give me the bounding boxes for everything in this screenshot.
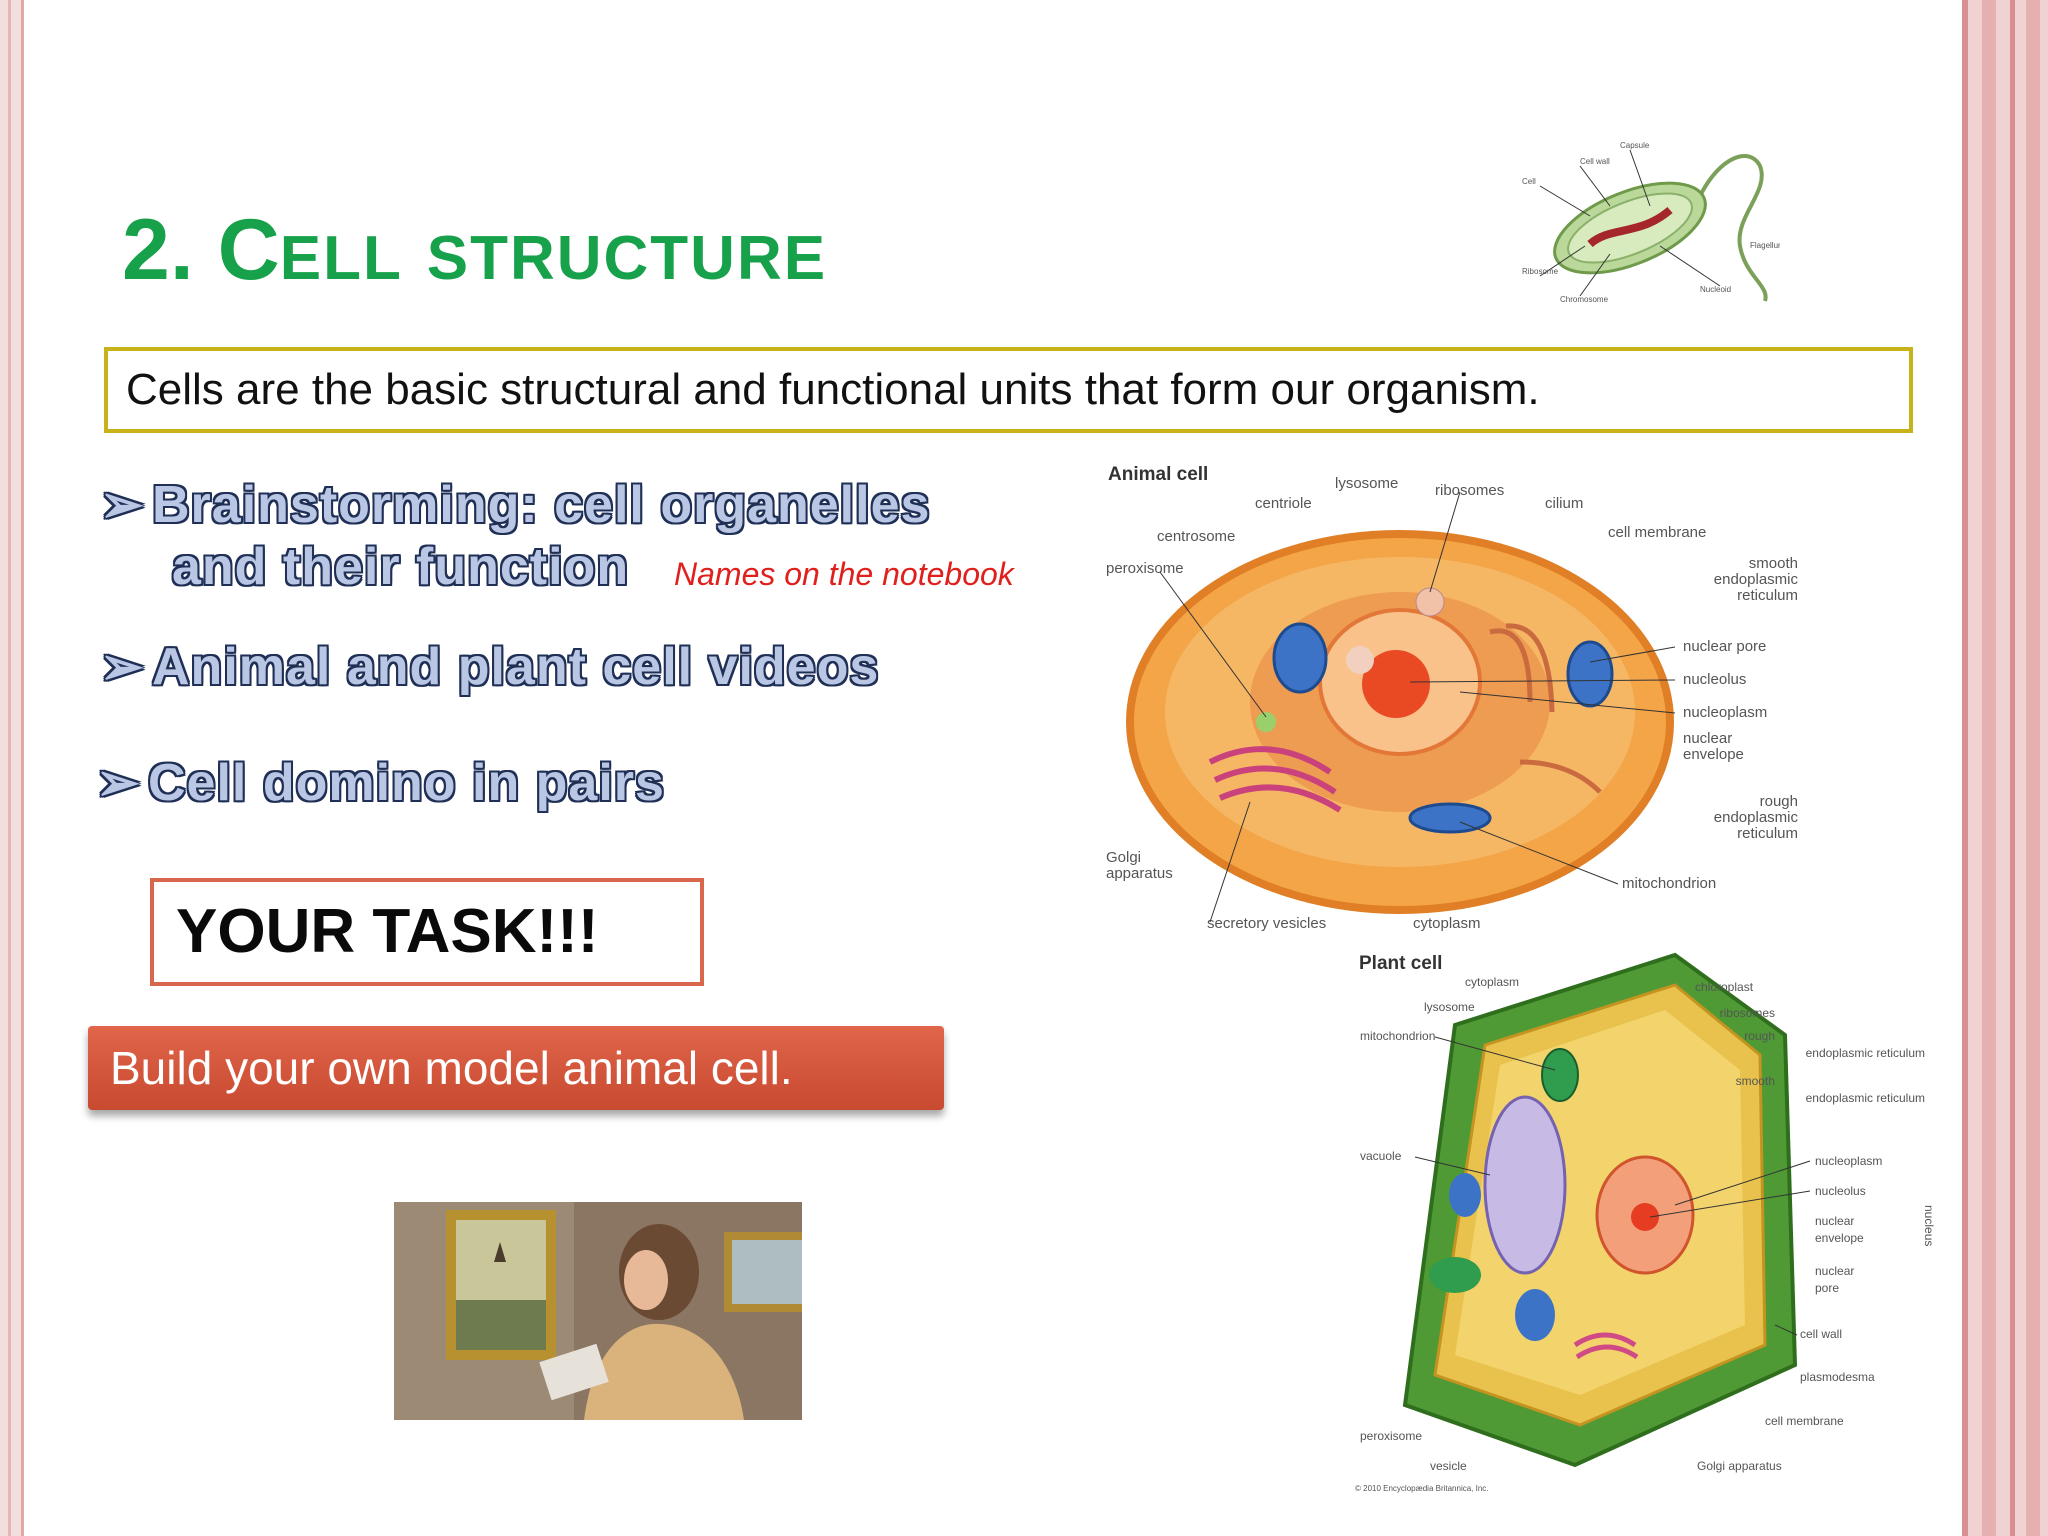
- svg-text:peroxisome: peroxisome: [1106, 560, 1184, 577]
- svg-text:cilium: cilium: [1545, 495, 1583, 512]
- svg-text:reticulum: reticulum: [1737, 587, 1798, 604]
- svg-text:ribosomes: ribosomes: [1720, 1006, 1775, 1020]
- right-border-decoration: [1962, 0, 2048, 1536]
- notebook-note: Names on the notebook: [674, 556, 1014, 592]
- bullet-arrow-icon: ➢: [96, 754, 141, 812]
- bullet-arrow-icon: ➢: [100, 638, 145, 696]
- svg-text:mitochondrion: mitochondrion: [1360, 1029, 1435, 1043]
- svg-text:nuclear: nuclear: [1683, 730, 1732, 747]
- animal-cell-diagram: Animal cell lysosome ribosomes centriole…: [1106, 464, 1820, 932]
- svg-text:lysosome: lysosome: [1424, 1000, 1475, 1014]
- svg-text:plasmodesma: plasmodesma: [1800, 1370, 1875, 1384]
- svg-text:endoplasmic: endoplasmic: [1714, 809, 1799, 826]
- svg-text:smooth: smooth: [1736, 1074, 1775, 1088]
- svg-text:centriole: centriole: [1255, 495, 1312, 512]
- svg-text:lysosome: lysosome: [1335, 475, 1398, 492]
- svg-text:peroxisome: peroxisome: [1360, 1429, 1422, 1443]
- svg-text:nucleus: nucleus: [1922, 1205, 1935, 1246]
- svg-text:Cell: Cell: [1522, 177, 1536, 186]
- your-task-box: YOUR TASK!!!: [150, 878, 704, 986]
- plant-cell-title: Plant cell: [1359, 953, 1442, 974]
- plant-cell-diagram: Plant cell cytoplasm chloroplast lysosom…: [1355, 952, 1935, 1493]
- svg-text:nuclear: nuclear: [1815, 1214, 1854, 1228]
- svg-text:Cell wall: Cell wall: [1580, 157, 1610, 166]
- svg-text:rough: rough: [1744, 1029, 1775, 1043]
- svg-text:endoplasmic: endoplasmic: [1714, 571, 1799, 588]
- svg-text:Flagellum: Flagellum: [1750, 241, 1780, 250]
- svg-text:Capsule: Capsule: [1620, 141, 1650, 150]
- svg-text:cell wall: cell wall: [1800, 1327, 1842, 1341]
- svg-text:nucleolus: nucleolus: [1815, 1184, 1866, 1198]
- cell-definition: Cells are the basic structural and funct…: [104, 347, 1913, 433]
- svg-text:nuclear: nuclear: [1815, 1264, 1854, 1278]
- svg-text:nucleoplasm: nucleoplasm: [1815, 1154, 1882, 1168]
- plant-cell-labels: cytoplasm chloroplast lysosome ribosomes…: [1355, 975, 1935, 1493]
- svg-text:Ribosome: Ribosome: [1522, 267, 1559, 276]
- student-drawing-photo: [394, 1202, 802, 1420]
- svg-text:nucleus: nucleus: [1819, 702, 1820, 747]
- svg-text:envelope: envelope: [1683, 746, 1744, 763]
- animal-cell-title: Animal cell: [1108, 464, 1208, 485]
- svg-text:endoplasmic reticulum: endoplasmic reticulum: [1806, 1091, 1925, 1105]
- svg-text:nuclear pore: nuclear pore: [1683, 638, 1766, 655]
- svg-text:cytoplasm: cytoplasm: [1465, 975, 1519, 989]
- svg-text:envelope: envelope: [1815, 1231, 1864, 1245]
- svg-text:cell membrane: cell membrane: [1765, 1414, 1844, 1428]
- bullet-cell-domino: ➢Cell domino in pairs: [96, 754, 665, 812]
- slide-title: 2. CELL STRUCTURE: [122, 202, 828, 298]
- build-model-box: Build your own model animal cell.: [88, 1026, 944, 1110]
- svg-text:ribosomes: ribosomes: [1435, 482, 1504, 499]
- svg-text:vesicle: vesicle: [1430, 1459, 1467, 1473]
- svg-text:apparatus: apparatus: [1106, 865, 1173, 882]
- svg-text:pore: pore: [1815, 1281, 1839, 1295]
- bullet-arrow-icon: ➢: [100, 476, 145, 534]
- left-border-decoration: [0, 0, 24, 1536]
- svg-text:Nucleoid: Nucleoid: [1700, 285, 1731, 294]
- svg-text:reticulum: reticulum: [1737, 825, 1798, 842]
- svg-text:centrosome: centrosome: [1157, 528, 1235, 545]
- svg-text:secretory vesicles: secretory vesicles: [1207, 915, 1326, 932]
- svg-text:nucleolus: nucleolus: [1683, 671, 1746, 688]
- svg-text:Golgi apparatus: Golgi apparatus: [1697, 1459, 1782, 1473]
- svg-text:mitochondrion: mitochondrion: [1622, 875, 1716, 892]
- svg-text:cell membrane: cell membrane: [1608, 524, 1706, 541]
- svg-text:cytoplasm: cytoplasm: [1413, 915, 1481, 932]
- animal-cell-labels: lysosome ribosomes centriole cilium cent…: [1106, 475, 1820, 932]
- svg-text:Chromosome: Chromosome: [1560, 295, 1609, 304]
- svg-text:© 2010 Encyclopædia Britannica: © 2010 Encyclopædia Britannica, Inc.: [1355, 1484, 1489, 1493]
- svg-text:smooth: smooth: [1749, 555, 1798, 572]
- bullet-cell-videos: ➢Animal and plant cell videos: [100, 638, 880, 696]
- svg-text:vacuole: vacuole: [1360, 1149, 1402, 1163]
- svg-text:Golgi: Golgi: [1106, 849, 1141, 866]
- svg-text:endoplasmic reticulum: endoplasmic reticulum: [1806, 1046, 1925, 1060]
- svg-text:rough: rough: [1760, 793, 1798, 810]
- svg-text:chloroplast: chloroplast: [1695, 980, 1754, 994]
- svg-text:nucleoplasm: nucleoplasm: [1683, 704, 1767, 721]
